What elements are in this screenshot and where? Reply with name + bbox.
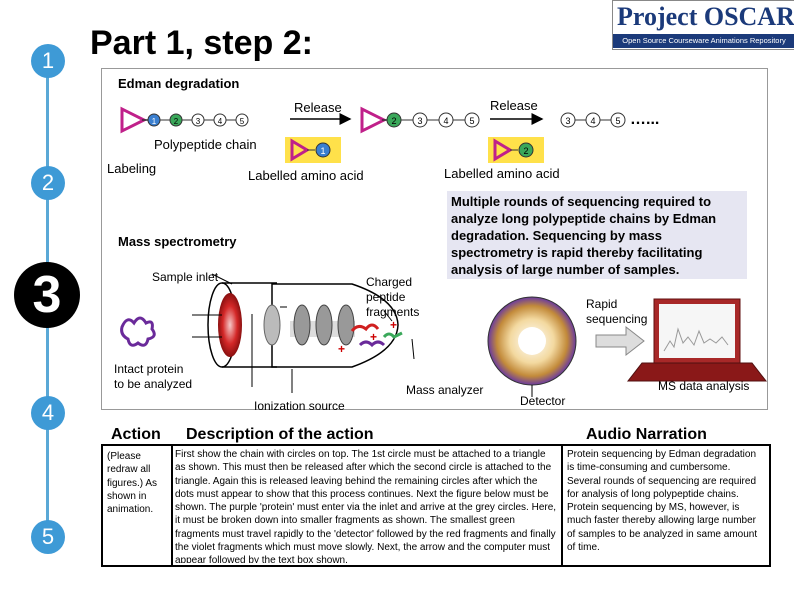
chain-num-3: 3 (196, 117, 201, 126)
release-label-2: Release (490, 98, 538, 113)
step-3-badge: 3 (14, 262, 80, 328)
step-1-badge: 1 (31, 44, 65, 78)
ms-data-computer (626, 298, 767, 382)
polypeptide-chain-full: 1 2 3 4 5 (120, 106, 249, 134)
description-cell: First show the chain with circles on top… (175, 449, 557, 563)
release-label-1: Release (294, 100, 342, 115)
grey-ring-2 (315, 304, 333, 346)
intact-protein-blob (120, 316, 156, 347)
mass-analyzer-label: Mass analyzer (406, 383, 484, 397)
green-fragments (382, 331, 403, 339)
label-box-1-num: 1 (320, 146, 325, 156)
sequencing-callout: Multiple rounds of sequencing required t… (447, 191, 747, 279)
chain-num-2: 2 (174, 117, 179, 126)
rapid-sequencing-arrow (595, 325, 645, 357)
labelled-amino-acid-label-2: Labelled amino acid (444, 166, 560, 181)
action-cell: (Please redraw all figures.) As shown in… (107, 451, 158, 516)
audio-narration-cell: Protein sequencing by Edman degradation … (567, 449, 758, 554)
chain-b-num-3: 3 (417, 116, 422, 126)
diagram-panel: 1 2 3 4 5 2 3 4 5 3 (101, 68, 768, 413)
labeling-label: Labeling (107, 161, 157, 176)
mass-spectrometry-title: Mass spectrometry (118, 234, 237, 249)
description-column-header: Description of the action (186, 426, 374, 443)
intact-protein-label: Intact protein to be analyzed (114, 362, 193, 391)
ionization-source-label: Ionization source (254, 399, 345, 413)
plus-charge-3: + (390, 318, 397, 332)
plus-charge-1: + (370, 330, 377, 344)
labelled-amino-acid-label-1: Labelled amino acid (248, 168, 364, 183)
polypeptide-chain-second: 2 3 4 5 (360, 106, 480, 134)
detector (487, 296, 577, 397)
labelled-amino-acid-box-2: 2 (488, 137, 544, 163)
diagram-graphic: 1 2 3 4 5 2 3 4 5 3 (120, 106, 767, 397)
sample-inlet-label: Sample inlet (152, 270, 219, 284)
table-divider-2 (561, 446, 563, 565)
step-4-badge: 4 (31, 396, 65, 430)
chain-num-4: 4 (218, 117, 223, 126)
audio-column-header: Audio Narration (586, 426, 707, 443)
edman-degradation-title: Edman degradation (118, 76, 240, 91)
chain-c-num-3: 3 (565, 116, 570, 126)
detector-label: Detector (520, 394, 566, 408)
chain-num-5: 5 (240, 117, 245, 126)
red-fragments (350, 323, 380, 332)
charged-peptide-fragments-label: Charged peptide fragments (366, 275, 420, 319)
chain-b-num-2: 2 (391, 116, 396, 126)
polypeptide-chain-label: Polypeptide chain (154, 137, 257, 152)
mass-spectrometer: + + + (120, 273, 415, 393)
ms-data-analysis-label: MS data analysis (658, 379, 750, 393)
step-2-badge: 2 (31, 166, 65, 200)
sample-inlet-disc (218, 293, 242, 357)
storyboard-table: (Please redraw all figures.) As shown in… (101, 444, 771, 567)
polypeptide-chain-remaining: 3 4 5 (560, 112, 626, 128)
label-box-2-num: 2 (523, 146, 528, 156)
rapid-sequencing-label: Rapid sequencing (586, 297, 648, 326)
table-divider-1 (171, 446, 173, 565)
project-oscar-logo: Project OSCAR Open Source Courseware Ani… (612, 0, 794, 50)
logo-sub-text: Open Source Courseware Animations Reposi… (613, 34, 794, 48)
continuation-dots: …... (630, 111, 660, 128)
chain-c-num-5: 5 (615, 116, 620, 126)
grey-ring-3 (337, 304, 355, 346)
page-title: Part 1, step 2: (90, 24, 313, 62)
plus-charge-2: + (338, 342, 345, 356)
chain-b-num-4: 4 (443, 116, 448, 126)
logo-main-text: Project OSCAR (617, 2, 794, 31)
chain-c-num-4: 4 (590, 116, 595, 126)
step-5-badge: 5 (31, 520, 65, 554)
labelled-amino-acid-box-1: 1 (285, 137, 341, 163)
chain-b-num-5: 5 (469, 116, 474, 126)
grey-ring-1 (293, 304, 311, 346)
violet-fragments (358, 340, 386, 348)
action-column-header: Action (111, 426, 161, 443)
label-triangle-1 (120, 106, 148, 134)
chain-num-1: 1 (152, 117, 157, 126)
